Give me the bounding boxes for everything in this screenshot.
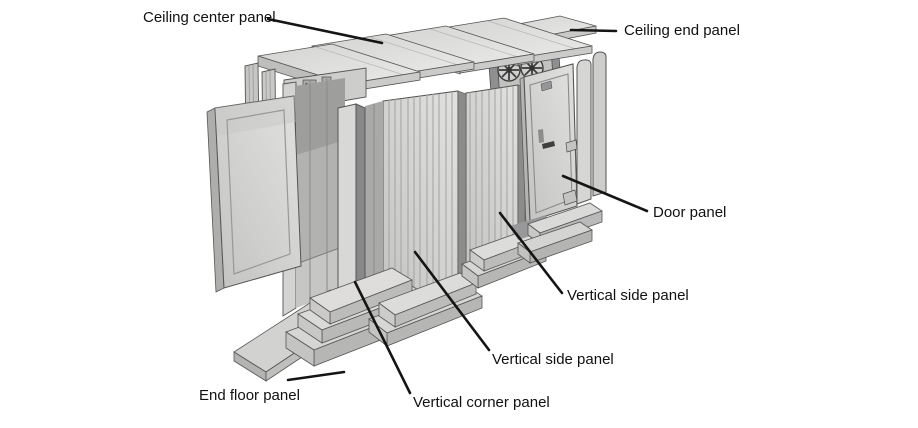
leader-side-upper — [498, 211, 564, 295]
door-hinge — [562, 189, 578, 206]
label-vertical-corner-panel: Vertical corner panel — [413, 394, 550, 411]
label-vertical-side-panel-lower: Vertical side panel — [492, 351, 614, 368]
floor-panels — [233, 202, 603, 382]
base-under-door — [517, 202, 603, 264]
label-ceiling-center-panel: Ceiling center panel — [143, 9, 276, 26]
door-hinge — [565, 139, 578, 153]
door-nameplate — [540, 80, 553, 92]
leader-ceiling-end — [569, 28, 618, 33]
leader-door — [561, 174, 649, 213]
label-vertical-side-panel-upper: Vertical side panel — [567, 287, 689, 304]
door-latch — [538, 129, 544, 143]
door-side-rails — [576, 51, 607, 205]
leader-lines — [266, 17, 649, 395]
door-panel-drawing — [519, 63, 578, 225]
leader-corner — [353, 280, 412, 395]
door-handle — [542, 141, 555, 149]
label-end-floor-panel: End floor panel — [199, 387, 300, 404]
left-end-assembly — [244, 62, 383, 317]
leader-side-lower — [413, 250, 491, 352]
side-panel-rear — [465, 84, 526, 271]
label-door-panel: Door panel — [653, 204, 727, 221]
label-ceiling-end-panel: Ceiling end panel — [624, 22, 740, 39]
vertical-corner-panel-drawing — [337, 103, 366, 314]
open-end-panel — [206, 95, 302, 293]
leader-floor — [286, 370, 346, 382]
leader-ceiling-center — [266, 17, 384, 45]
